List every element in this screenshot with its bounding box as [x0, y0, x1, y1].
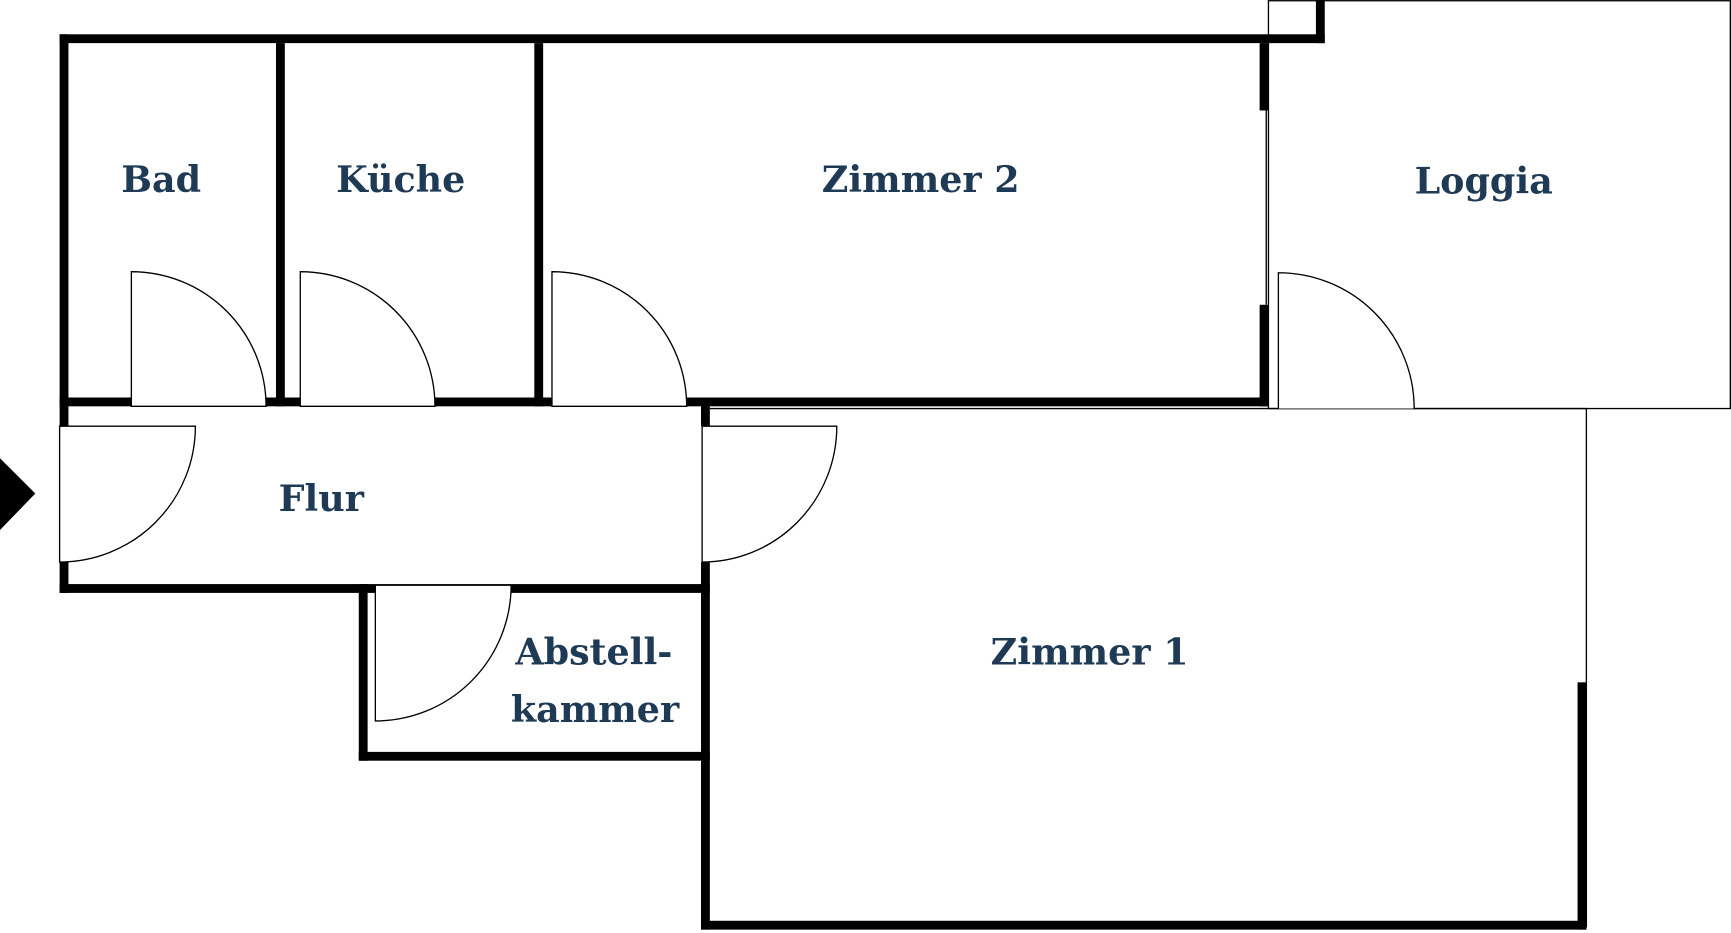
room-label-flur: Flur: [279, 477, 365, 520]
room-label-abstellkammer-1: Abstell-: [514, 631, 672, 674]
door-zimmer1: [701, 425, 838, 563]
door-bad: [130, 270, 267, 407]
door-kueche: [299, 270, 436, 407]
room-label-zimmer2: Zimmer 2: [822, 158, 1020, 201]
entry-arrow-icon: [0, 458, 36, 530]
room-label-kueche: Küche: [336, 158, 465, 201]
door-entry: [58, 425, 197, 563]
room-label-bad: Bad: [121, 158, 201, 201]
door-zimmer2: [551, 270, 688, 407]
door-abstellkammer: [374, 584, 512, 722]
room-label-abstellkammer-2: kammer: [511, 688, 680, 731]
room-label-loggia: Loggia: [1415, 159, 1553, 202]
door-loggia: [1277, 272, 1415, 409]
room-label-zimmer1: Zimmer 1: [991, 631, 1189, 674]
